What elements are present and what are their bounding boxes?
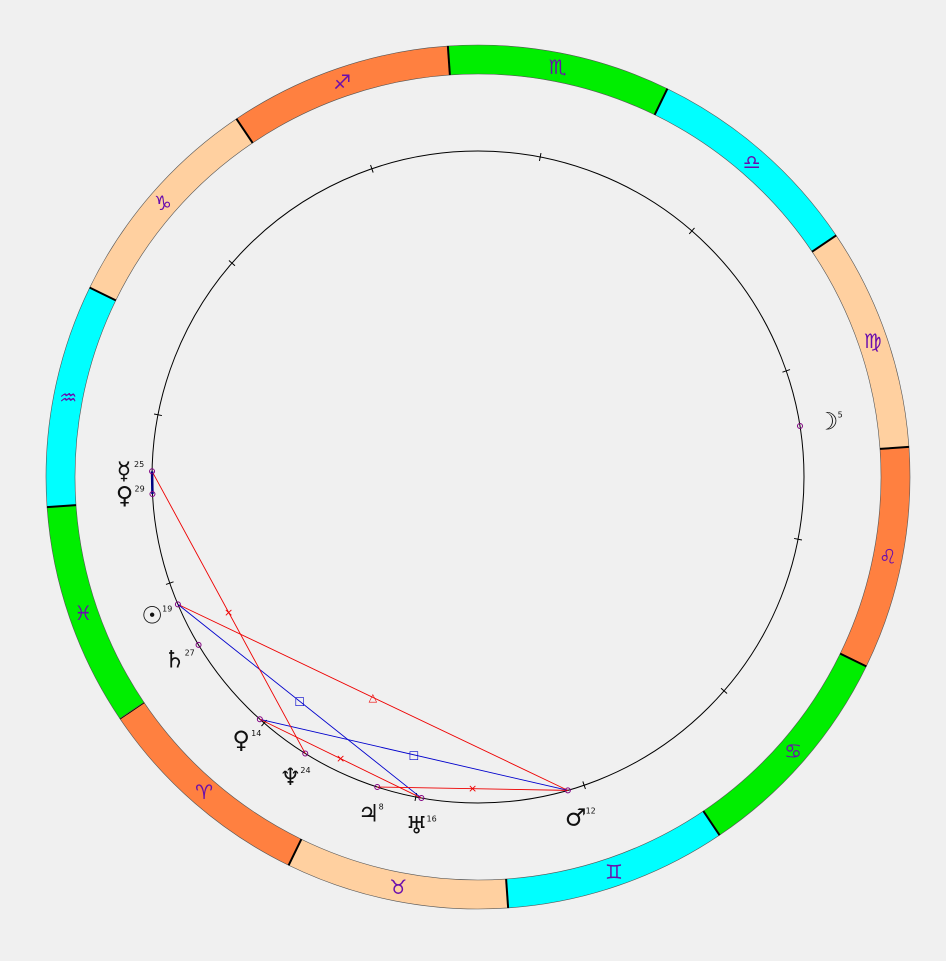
degree-tick bbox=[720, 687, 728, 694]
neptune-mercury-sextile-line bbox=[151, 471, 306, 754]
aquarius-glyph-icon: ♒ bbox=[59, 385, 77, 409]
sign-divider bbox=[505, 878, 510, 909]
zodiac-ring: ♈ ♉ ♊ ♋ ♌ ♍ ♎ ♏ ♐ ♑ ♒ ♓ bbox=[45, 44, 911, 910]
uranus-glyph-icon: ♅ bbox=[406, 812, 428, 840]
sign-divider bbox=[839, 652, 867, 668]
pluto-glyph-icon: ♀ bbox=[116, 482, 134, 510]
sun-glyph-icon: ☉ bbox=[141, 601, 163, 629]
neptune-marker bbox=[302, 750, 309, 757]
sextile-marker-icon: × bbox=[336, 752, 345, 765]
saturn-marker bbox=[195, 641, 202, 648]
moon-glyph-icon: ☽ bbox=[817, 408, 839, 436]
degree-tick bbox=[165, 581, 174, 585]
sign-divider bbox=[446, 45, 451, 76]
sun-marker bbox=[174, 601, 181, 608]
moon-marker bbox=[796, 423, 803, 430]
sign-divider bbox=[46, 504, 77, 509]
degree-tick bbox=[153, 413, 163, 417]
pisces-sign-segment bbox=[46, 504, 145, 719]
sign-divider bbox=[287, 838, 303, 866]
libra-glyph-icon: ♎ bbox=[743, 150, 761, 174]
neptune-degree-label: 24 bbox=[300, 766, 310, 775]
leo-sign-segment bbox=[839, 446, 911, 667]
jupiter-mars-sextile-line bbox=[377, 786, 568, 791]
gemini-glyph-icon: ♊ bbox=[605, 860, 623, 884]
aries-glyph-icon: ♈ bbox=[195, 780, 213, 804]
degree-tick bbox=[782, 369, 791, 373]
venus-mars-square-line bbox=[259, 718, 568, 791]
degree-tick-marks bbox=[153, 152, 803, 802]
virgo-glyph-icon: ♍ bbox=[864, 329, 882, 353]
neptune-glyph-icon: ♆ bbox=[280, 763, 302, 791]
sign-divider bbox=[879, 445, 910, 450]
pluto-marker bbox=[149, 491, 156, 498]
mercury-glyph-icon: ☿ bbox=[117, 457, 132, 485]
square-marker-icon: □ bbox=[294, 695, 304, 708]
pisces-glyph-icon: ♓ bbox=[74, 601, 92, 625]
venus-uranus-sextile-line bbox=[259, 718, 422, 799]
planet-layer: ☉19☽5☿25♀14♂12♃8♄27♅16♆24♀29 bbox=[116, 408, 843, 840]
jupiter-marker bbox=[374, 784, 381, 791]
aspect-lines: △ □ □ × × × bbox=[150, 471, 569, 799]
square-marker-icon: □ bbox=[409, 748, 419, 761]
inner-circle bbox=[151, 150, 805, 804]
aquarius-sign-segment bbox=[45, 287, 117, 508]
moon-degree-label: 5 bbox=[838, 411, 843, 420]
degree-tick bbox=[582, 781, 586, 790]
mars-glyph-icon: ♂ bbox=[565, 803, 587, 831]
venus-glyph-icon: ♀ bbox=[232, 726, 250, 754]
saturn-glyph-icon: ♄ bbox=[164, 645, 186, 673]
sextile-marker-icon: × bbox=[224, 606, 233, 619]
venus-marker bbox=[256, 716, 263, 723]
trine-marker-icon: △ bbox=[369, 691, 378, 704]
jupiter-degree-label: 8 bbox=[379, 803, 384, 812]
sign-divider bbox=[235, 118, 254, 144]
saturn-degree-label: 27 bbox=[185, 648, 195, 657]
mars-marker bbox=[564, 787, 571, 794]
degree-tick bbox=[793, 537, 803, 541]
leo-glyph-icon: ♌ bbox=[879, 545, 897, 569]
cancer-glyph-icon: ♋ bbox=[784, 739, 802, 763]
mars-degree-label: 12 bbox=[586, 806, 596, 815]
scorpio-glyph-icon: ♏ bbox=[549, 55, 567, 79]
taurus-glyph-icon: ♉ bbox=[389, 875, 407, 899]
sign-divider bbox=[702, 810, 721, 836]
sign-divider bbox=[89, 286, 117, 302]
jupiter-glyph-icon: ♃ bbox=[358, 800, 380, 828]
sagittarius-sign-segment bbox=[236, 45, 451, 144]
degree-tick bbox=[370, 164, 374, 173]
mercury-marker bbox=[149, 468, 156, 475]
uranus-degree-label: 16 bbox=[427, 815, 437, 824]
sun-degree-label: 19 bbox=[162, 604, 172, 613]
sign-divider bbox=[811, 234, 837, 253]
sextile-marker-icon: × bbox=[468, 782, 477, 795]
sun-uranus-square-line bbox=[177, 604, 422, 799]
degree-tick bbox=[538, 152, 542, 162]
sun-mars-trine-line bbox=[177, 603, 569, 791]
sign-divider bbox=[653, 88, 669, 116]
venus-degree-label: 14 bbox=[251, 729, 261, 738]
uranus-marker bbox=[418, 795, 425, 802]
pluto-degree-label: 29 bbox=[134, 485, 144, 494]
degree-tick bbox=[228, 260, 236, 267]
sagittarius-glyph-icon: ♐ bbox=[333, 70, 351, 94]
mercury-degree-label: 25 bbox=[134, 460, 144, 469]
degree-tick bbox=[688, 227, 695, 235]
capricorn-glyph-icon: ♑ bbox=[154, 191, 172, 215]
